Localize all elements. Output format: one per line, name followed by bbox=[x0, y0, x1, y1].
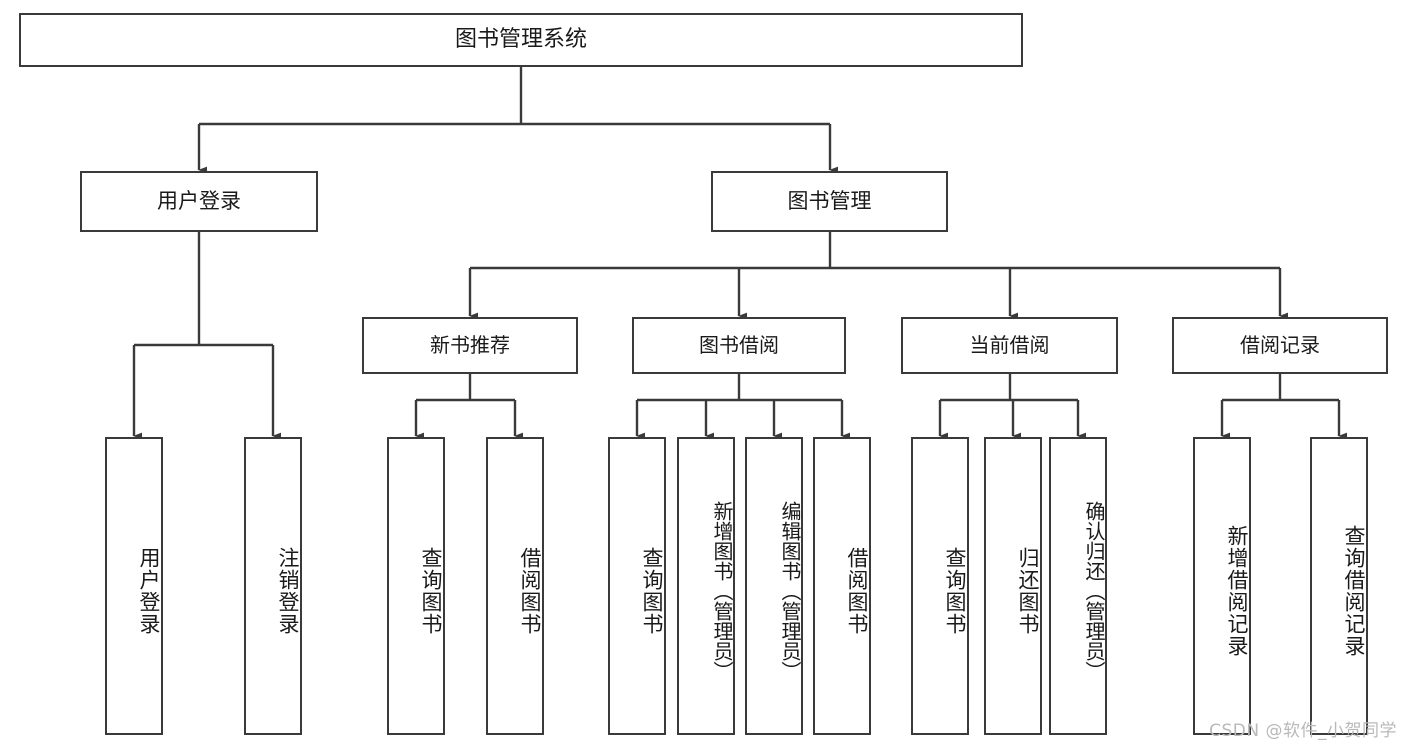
node-label-borrow-record: 借阅记录 bbox=[1240, 332, 1320, 357]
node-book-manage[interactable]: 图书管理 bbox=[711, 171, 948, 232]
node-label-leaf-borrow-book: 借阅图书 bbox=[845, 547, 869, 635]
node-label-leaf-return-book: 归还图书 bbox=[1016, 547, 1040, 635]
node-label-leaf-add-book: 新增图书（管理员） bbox=[710, 501, 734, 681]
watermark-label: CSDN @软件_小贺同学 bbox=[1209, 721, 1397, 741]
node-label-leaf-add-record: 新增借阅记录 bbox=[1225, 525, 1249, 657]
node-label-leaf-borrow-book-rec: 借阅图书 bbox=[518, 547, 542, 635]
node-label-leaf-user-login: 用户登录 bbox=[137, 547, 161, 635]
node-leaf-edit-book[interactable]: 编辑图书（管理员） bbox=[745, 437, 803, 735]
node-leaf-borrow-book-rec[interactable]: 借阅图书 bbox=[486, 437, 544, 735]
node-leaf-user-login[interactable]: 用户登录 bbox=[105, 437, 163, 735]
node-label-book-manage: 图书管理 bbox=[787, 189, 872, 214]
node-label-user-login: 用户登录 bbox=[157, 189, 241, 214]
node-current-borrow[interactable]: 当前借阅 bbox=[901, 317, 1118, 374]
node-label-leaf-confirm-return: 确认归还（管理员） bbox=[1082, 501, 1106, 681]
node-leaf-query-book-rec[interactable]: 查询图书 bbox=[387, 437, 445, 735]
node-leaf-add-book[interactable]: 新增图书（管理员） bbox=[677, 437, 735, 735]
node-label-leaf-query-book-rec: 查询图书 bbox=[419, 547, 443, 635]
node-new-book-rec[interactable]: 新书推荐 bbox=[362, 317, 578, 374]
node-label-book-borrow: 图书借阅 bbox=[699, 332, 779, 357]
node-leaf-add-record[interactable]: 新增借阅记录 bbox=[1193, 437, 1251, 735]
node-label-new-book-rec: 新书推荐 bbox=[430, 332, 510, 357]
node-label-root: 图书管理系统 bbox=[454, 27, 587, 53]
node-user-login[interactable]: 用户登录 bbox=[80, 171, 318, 232]
node-leaf-return-book[interactable]: 归还图书 bbox=[984, 437, 1042, 735]
node-leaf-query-book-borrow[interactable]: 查询图书 bbox=[608, 437, 666, 735]
node-leaf-query-book-cur[interactable]: 查询图书 bbox=[911, 437, 969, 735]
node-root[interactable]: 图书管理系统 bbox=[19, 13, 1023, 67]
node-label-leaf-query-book-cur: 查询图书 bbox=[943, 547, 967, 635]
node-leaf-user-logout[interactable]: 注销登录 bbox=[244, 437, 302, 735]
node-book-borrow[interactable]: 图书借阅 bbox=[632, 317, 846, 374]
node-label-leaf-query-record: 查询借阅记录 bbox=[1342, 525, 1366, 657]
node-label-current-borrow: 当前借阅 bbox=[969, 332, 1050, 357]
node-leaf-borrow-book[interactable]: 借阅图书 bbox=[813, 437, 871, 735]
node-label-leaf-query-book-borrow: 查询图书 bbox=[640, 547, 664, 635]
node-leaf-query-record[interactable]: 查询借阅记录 bbox=[1310, 437, 1368, 735]
node-borrow-record[interactable]: 借阅记录 bbox=[1172, 317, 1388, 374]
node-label-leaf-edit-book: 编辑图书（管理员） bbox=[778, 501, 802, 681]
node-label-leaf-user-logout: 注销登录 bbox=[276, 547, 300, 635]
node-leaf-confirm-return[interactable]: 确认归还（管理员） bbox=[1049, 437, 1107, 735]
